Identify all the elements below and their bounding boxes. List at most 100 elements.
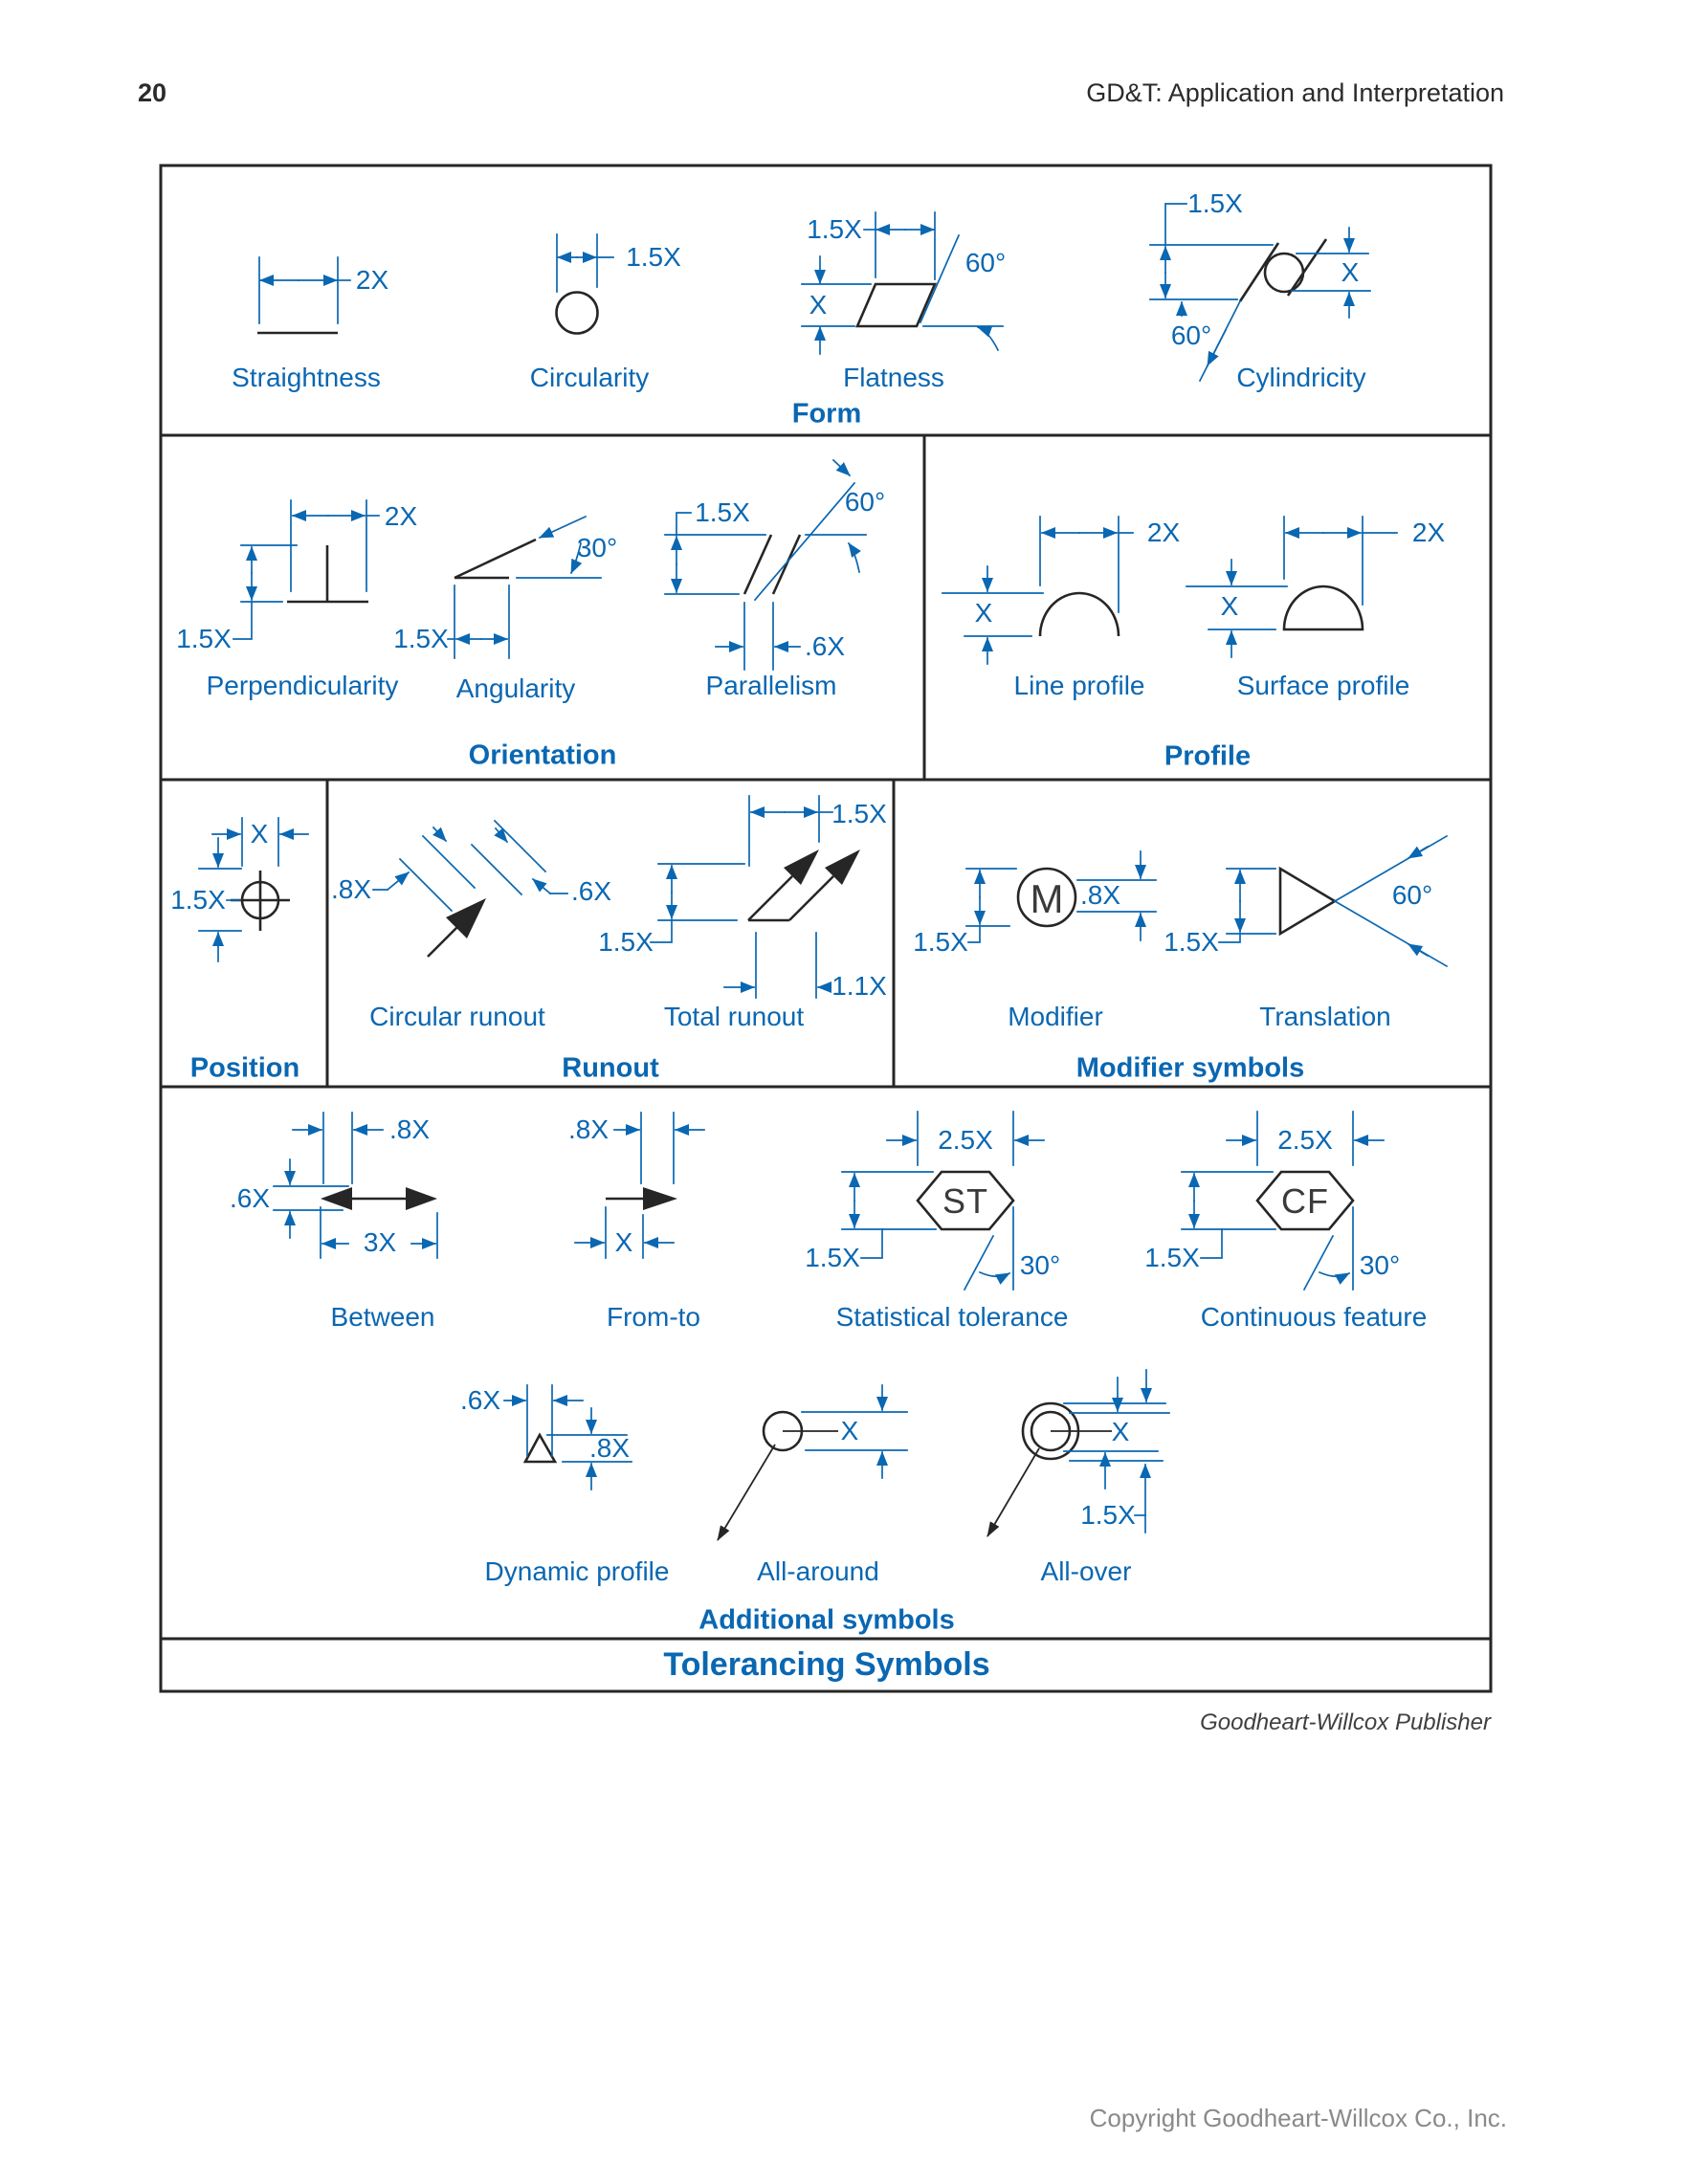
surface-profile-symbol	[1186, 516, 1398, 658]
figure-grid	[159, 164, 1493, 1693]
dynamic-profile-label: Dynamic profile	[484, 1556, 670, 1586]
straightness-label: Straightness	[232, 363, 381, 392]
statistical-tolerance-dim-height: 1.5X	[805, 1243, 860, 1272]
modifier-symbol	[965, 850, 1157, 943]
dynamic-profile-dim-height: .8X	[588, 1433, 631, 1463]
continuous-feature-label: Continuous feature	[1200, 1302, 1428, 1332]
flatness-dim-height: X	[809, 290, 828, 320]
line-profile-dim-height: X	[974, 598, 993, 628]
all-over-dim-outer: 1.5X	[1080, 1500, 1136, 1530]
section-runout: Runout	[562, 1052, 659, 1084]
section-modifier-symbols: Modifier symbols	[1075, 1052, 1305, 1084]
all-around-dim-diameter: X	[840, 1416, 859, 1445]
perpendicularity-dim-height: 1.5X	[176, 624, 232, 653]
circularity-dim-width: 1.5X	[626, 242, 681, 272]
circular-runout-dim-left: .8X	[330, 874, 372, 904]
from-to-symbol	[574, 1112, 705, 1259]
statistical-tolerance-label: Statistical tolerance	[835, 1302, 1069, 1332]
angularity-dim-angle: 30°	[576, 533, 618, 563]
section-form: Form	[791, 398, 862, 430]
total-runout-dim-bottom: 1.1X	[831, 971, 887, 1001]
section-position: Position	[189, 1052, 300, 1084]
modifier-label: Modifier	[1008, 1002, 1103, 1031]
modifier-dim-letter-height: .8X	[1079, 880, 1121, 910]
continuous-feature-symbol	[1181, 1111, 1385, 1291]
total-runout-label: Total runout	[663, 1002, 805, 1031]
all-over-dim-inner: X	[1111, 1417, 1130, 1446]
angularity-dim-width: 1.5X	[393, 624, 449, 653]
statistical-tolerance-dim-width: 2.5X	[938, 1125, 993, 1155]
position-dim-width: X	[250, 819, 269, 849]
all-around-label: All-around	[757, 1556, 879, 1586]
line-profile-label: Line profile	[1013, 671, 1145, 700]
cylindricity-dim-angle: 60°	[1170, 320, 1212, 350]
parallelism-symbol	[664, 458, 867, 671]
modifier-dim-height: 1.5X	[913, 927, 968, 957]
total-runout-symbol	[650, 795, 860, 999]
circularity-symbol	[555, 233, 614, 335]
angularity-label: Angularity	[455, 673, 576, 703]
perpendicularity-label: Perpendicularity	[206, 671, 399, 700]
surface-profile-label: Surface profile	[1236, 671, 1410, 700]
translation-dim-angle: 60°	[1391, 880, 1433, 910]
section-orientation: Orientation	[468, 739, 617, 771]
translation-label: Translation	[1259, 1002, 1391, 1031]
position-symbol	[198, 817, 309, 962]
surface-profile-dim-height: X	[1220, 591, 1239, 621]
running-header: GD&T: Application and Interpretation	[1086, 78, 1504, 107]
between-label: Between	[330, 1302, 435, 1332]
straightness-symbol	[257, 256, 351, 335]
straightness-dim-width: 2X	[355, 265, 389, 295]
figure-title: Tolerancing Symbols	[663, 1646, 990, 1683]
flatness-dim-angle: 60°	[964, 248, 1007, 277]
circularity-label: Circularity	[529, 363, 650, 392]
dynamic-profile-symbol	[503, 1384, 632, 1490]
flatness-label: Flatness	[843, 363, 944, 392]
section-additional-symbols: Additional symbols	[698, 1604, 955, 1636]
parallelism-dim-height: 1.5X	[695, 497, 750, 527]
angularity-symbol	[447, 515, 602, 659]
section-profile: Profile	[1164, 740, 1252, 772]
from-to-dim-shaft: X	[614, 1227, 633, 1257]
statistical-tolerance-dim-angle: 30°	[1019, 1250, 1061, 1280]
perpendicularity-symbol	[233, 499, 380, 640]
line-profile-symbol	[942, 516, 1134, 665]
dynamic-profile-dim-width: .6X	[459, 1385, 501, 1415]
position-dim-height: 1.5X	[170, 885, 226, 915]
all-around-symbol	[717, 1384, 908, 1541]
parallelism-label: Parallelism	[705, 671, 837, 700]
between-symbol	[273, 1112, 438, 1259]
circular-runout-label: Circular runout	[369, 1002, 545, 1031]
copyright-line: Copyright Goodheart-Willcox Co., Inc.	[1089, 2104, 1507, 2132]
statistical-tolerance-letters: ST	[942, 1181, 989, 1221]
continuous-feature-dim-width: 2.5X	[1277, 1125, 1333, 1155]
continuous-feature-dim-height: 1.5X	[1144, 1243, 1200, 1272]
cylindricity-label: Cylindricity	[1236, 363, 1366, 392]
all-over-label: All-over	[1040, 1556, 1132, 1586]
cylindricity-symbol	[1149, 203, 1371, 383]
between-dim-length: 3X	[363, 1227, 397, 1257]
circular-runout-dim-right: .6X	[570, 876, 612, 906]
cylindricity-dim-diameter: X	[1341, 257, 1360, 287]
flatness-symbol	[801, 211, 1004, 355]
continuous-feature-dim-angle: 30°	[1359, 1250, 1401, 1280]
circular-runout-symbol	[372, 819, 568, 958]
translation-symbol	[1218, 834, 1449, 968]
parallelism-dim-gap: .6X	[804, 631, 846, 661]
all-over-symbol	[987, 1369, 1170, 1537]
continuous-feature-letters: CF	[1281, 1181, 1329, 1221]
surface-profile-dim-width: 2X	[1411, 518, 1446, 547]
publisher-credit: Goodheart-Willcox Publisher	[1200, 1710, 1491, 1735]
statistical-tolerance-symbol	[841, 1111, 1045, 1291]
parallelism-dim-angle: 60°	[844, 487, 886, 517]
between-dim-head-height: .6X	[229, 1183, 271, 1213]
from-to-label: From-to	[607, 1302, 700, 1332]
between-dim-head: .8X	[388, 1114, 431, 1144]
perpendicularity-dim-width: 2X	[384, 501, 418, 531]
total-runout-dim-left: 1.5X	[598, 927, 654, 957]
page-number: 20	[138, 78, 167, 107]
line-profile-dim-width: 2X	[1146, 518, 1181, 547]
modifier-letter: M	[1030, 876, 1064, 921]
